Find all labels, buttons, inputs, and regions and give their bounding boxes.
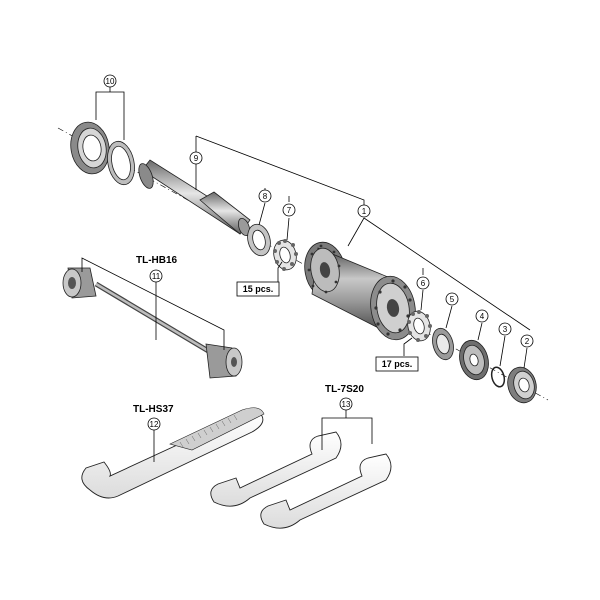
callout-10: 10 bbox=[103, 74, 117, 88]
part-12-tool-hs37 bbox=[81, 407, 265, 499]
callout-6: 6 bbox=[416, 276, 430, 290]
part-8-washer bbox=[247, 223, 271, 257]
callout-3: 3 bbox=[498, 322, 512, 336]
part-10-washer bbox=[107, 140, 135, 186]
callout-5: 5 bbox=[445, 292, 459, 306]
svg-text:9: 9 bbox=[194, 154, 199, 163]
part-13-tool-7s20 bbox=[210, 431, 392, 529]
svg-text:3: 3 bbox=[503, 325, 508, 334]
quantity-box-17: 17 pcs. bbox=[375, 356, 419, 372]
svg-text:15 pcs.: 15 pcs. bbox=[243, 284, 274, 294]
svg-text:11: 11 bbox=[152, 272, 161, 281]
quantity-box-15: 15 pcs. bbox=[236, 281, 280, 297]
svg-text:10: 10 bbox=[106, 77, 115, 86]
svg-text:12: 12 bbox=[150, 420, 159, 429]
callout-1: 1 bbox=[357, 204, 371, 218]
callout-4: 4 bbox=[475, 309, 489, 323]
part-2-lock-nut bbox=[507, 366, 537, 404]
part-1-hub-body bbox=[304, 241, 416, 341]
svg-text:17 pcs.: 17 pcs. bbox=[382, 359, 413, 369]
callout-11: 11 bbox=[149, 269, 163, 283]
callout-2: 2 bbox=[520, 334, 534, 348]
part-7-bearing-balls bbox=[273, 239, 298, 271]
svg-text:8: 8 bbox=[263, 192, 268, 201]
svg-text:4: 4 bbox=[480, 312, 485, 321]
svg-text:2: 2 bbox=[525, 337, 530, 346]
svg-text:6: 6 bbox=[421, 279, 426, 288]
part-3-o-ring bbox=[490, 366, 506, 388]
callout-12: 12 bbox=[147, 417, 161, 431]
part-10-lock-nut bbox=[70, 121, 110, 175]
callout-8: 8 bbox=[258, 189, 272, 203]
callout-9: 9 bbox=[189, 151, 203, 165]
leader-lines bbox=[81, 86, 531, 462]
part-9-axle bbox=[138, 159, 251, 237]
part-6-bearing-balls bbox=[407, 310, 432, 342]
part-4-cone bbox=[459, 339, 489, 381]
callout-13: 13 bbox=[339, 397, 353, 411]
label-tl-hs37: TL-HS37 bbox=[133, 404, 174, 415]
svg-text:13: 13 bbox=[342, 400, 351, 409]
part-11-tool-hb16 bbox=[62, 267, 243, 379]
label-tl-7s20: TL-7S20 bbox=[325, 384, 364, 395]
callout-7: 7 bbox=[282, 203, 296, 217]
part-5-dust-cap bbox=[432, 327, 454, 361]
svg-text:1: 1 bbox=[362, 207, 367, 216]
svg-text:5: 5 bbox=[450, 295, 455, 304]
svg-text:7: 7 bbox=[287, 206, 292, 215]
label-tl-hb16: TL-HB16 bbox=[136, 255, 178, 266]
